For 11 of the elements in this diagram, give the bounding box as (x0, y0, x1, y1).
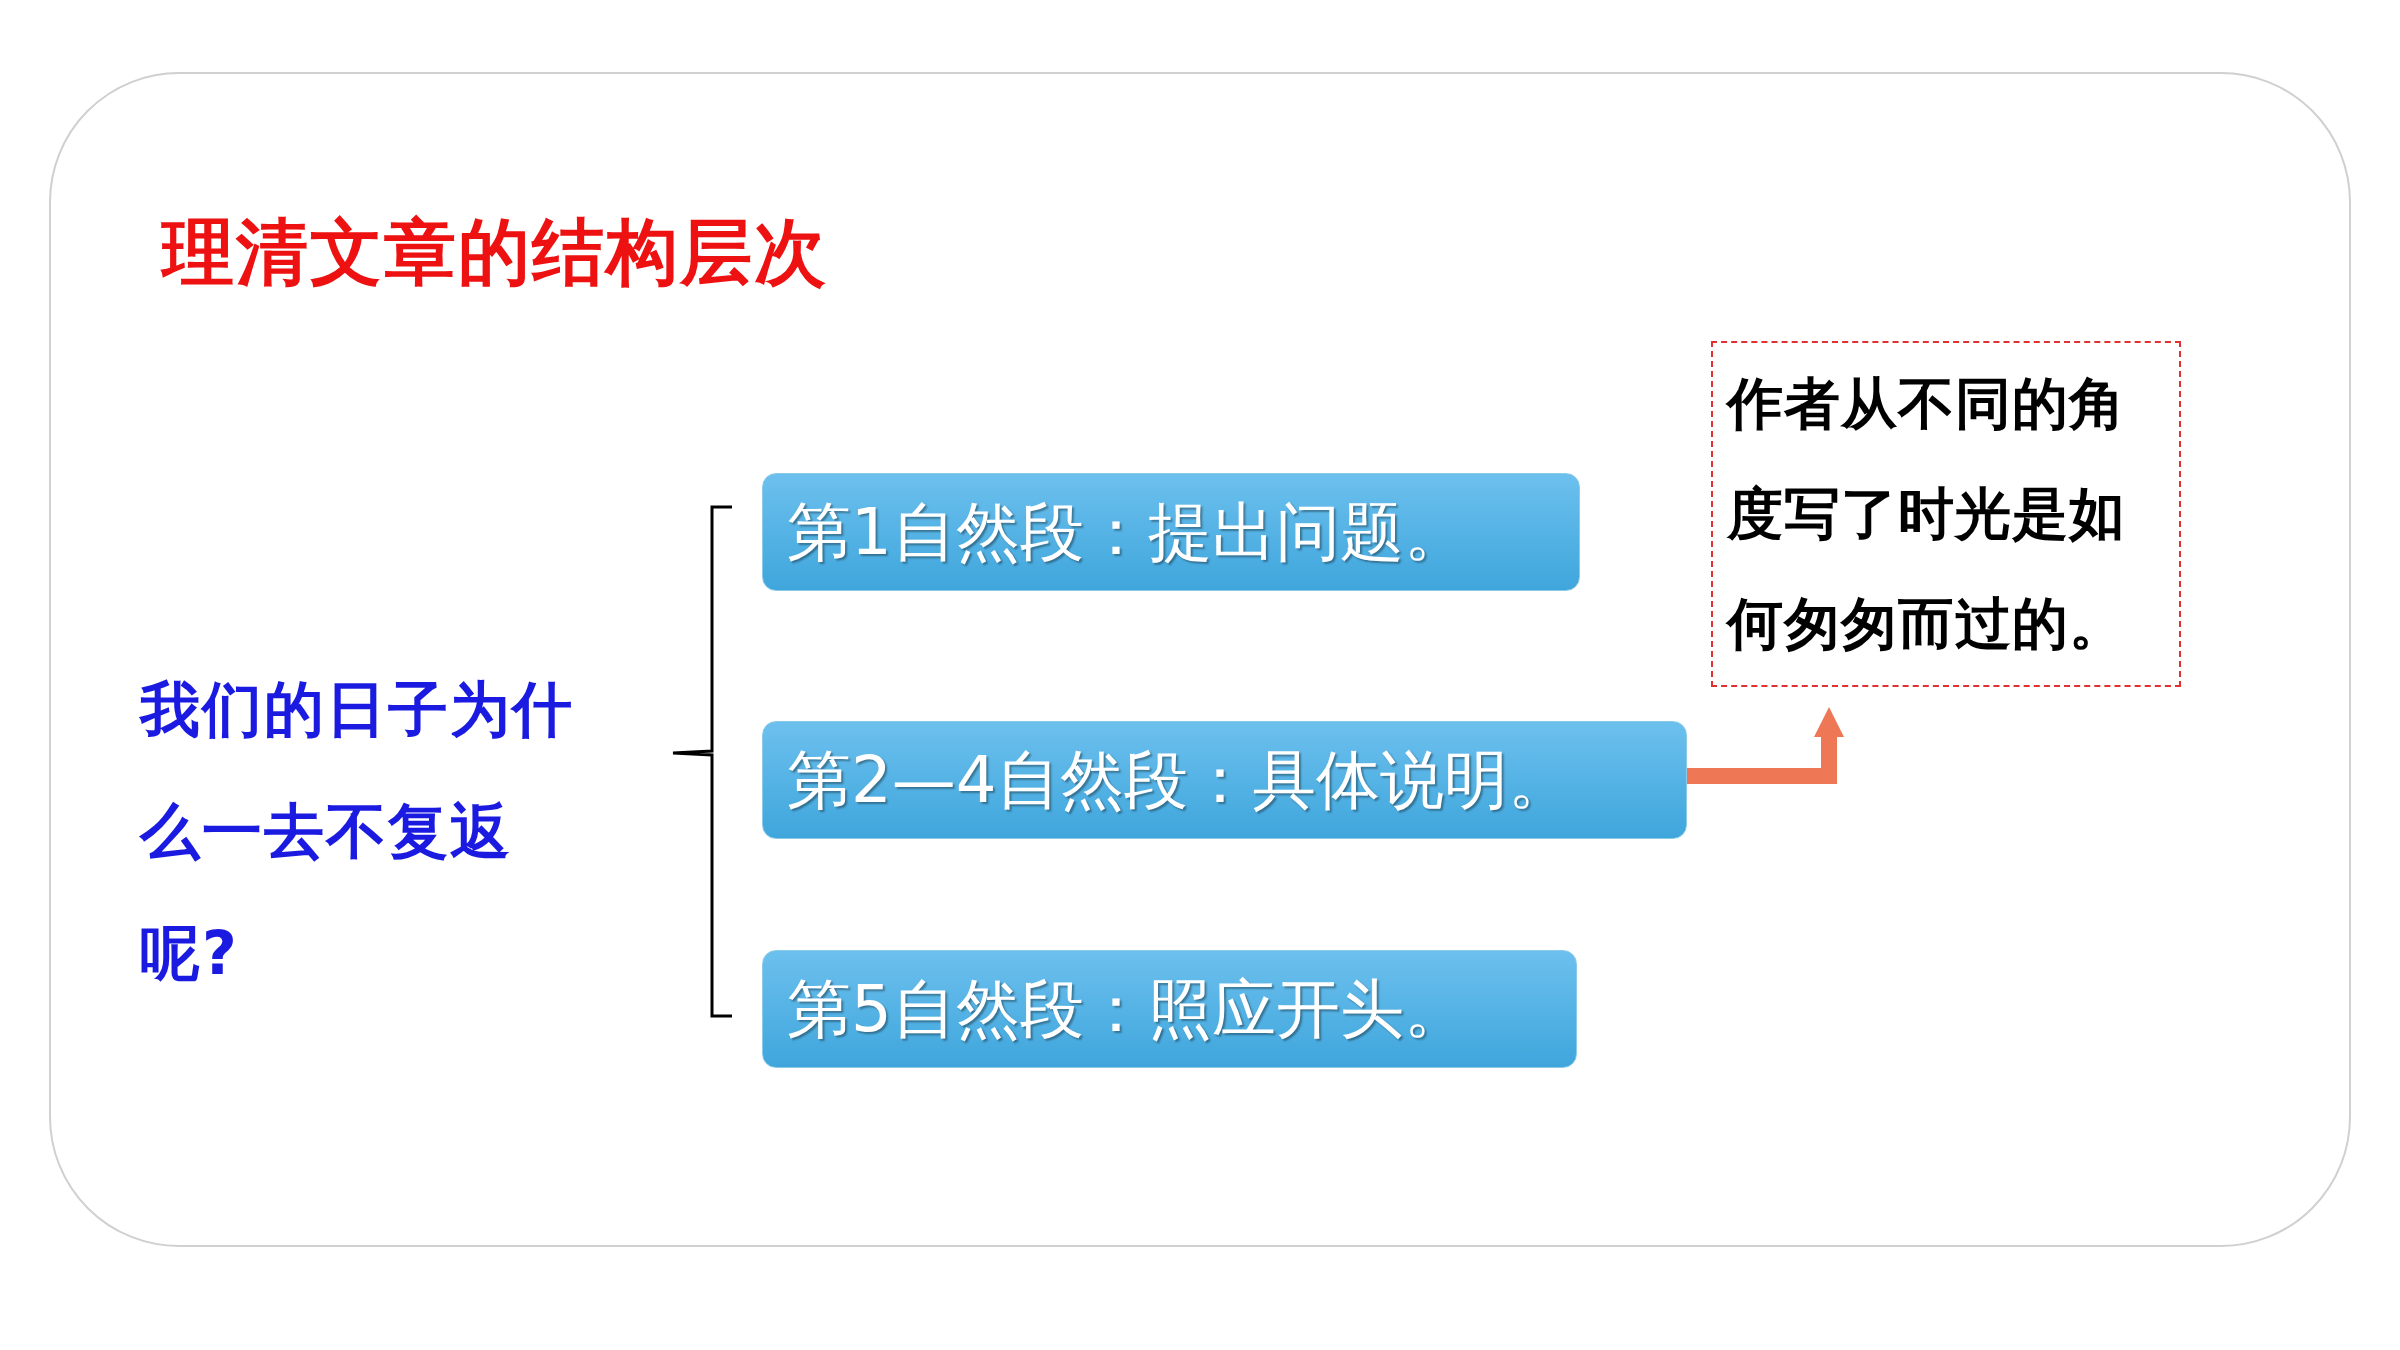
note-text: 作者从不同的角度写了时光是如何匆匆而过的。 (1727, 370, 2127, 658)
section-text: 第2—4自然段：具体说明。 (787, 741, 1573, 819)
section-text: 第1自然段：提出问题。 (787, 493, 1468, 571)
section-box (762, 473, 1580, 591)
section-box (762, 950, 1577, 1068)
title: 理清文章的结构层次 (162, 209, 828, 296)
question-text: 我们的日子为什么一去不复返呢? (140, 673, 575, 990)
elbow-arrow (1687, 707, 1844, 784)
section-text: 第5自然段：照应开头。 (787, 970, 1468, 1048)
note-box (1711, 341, 2181, 687)
section-box (762, 721, 1687, 839)
